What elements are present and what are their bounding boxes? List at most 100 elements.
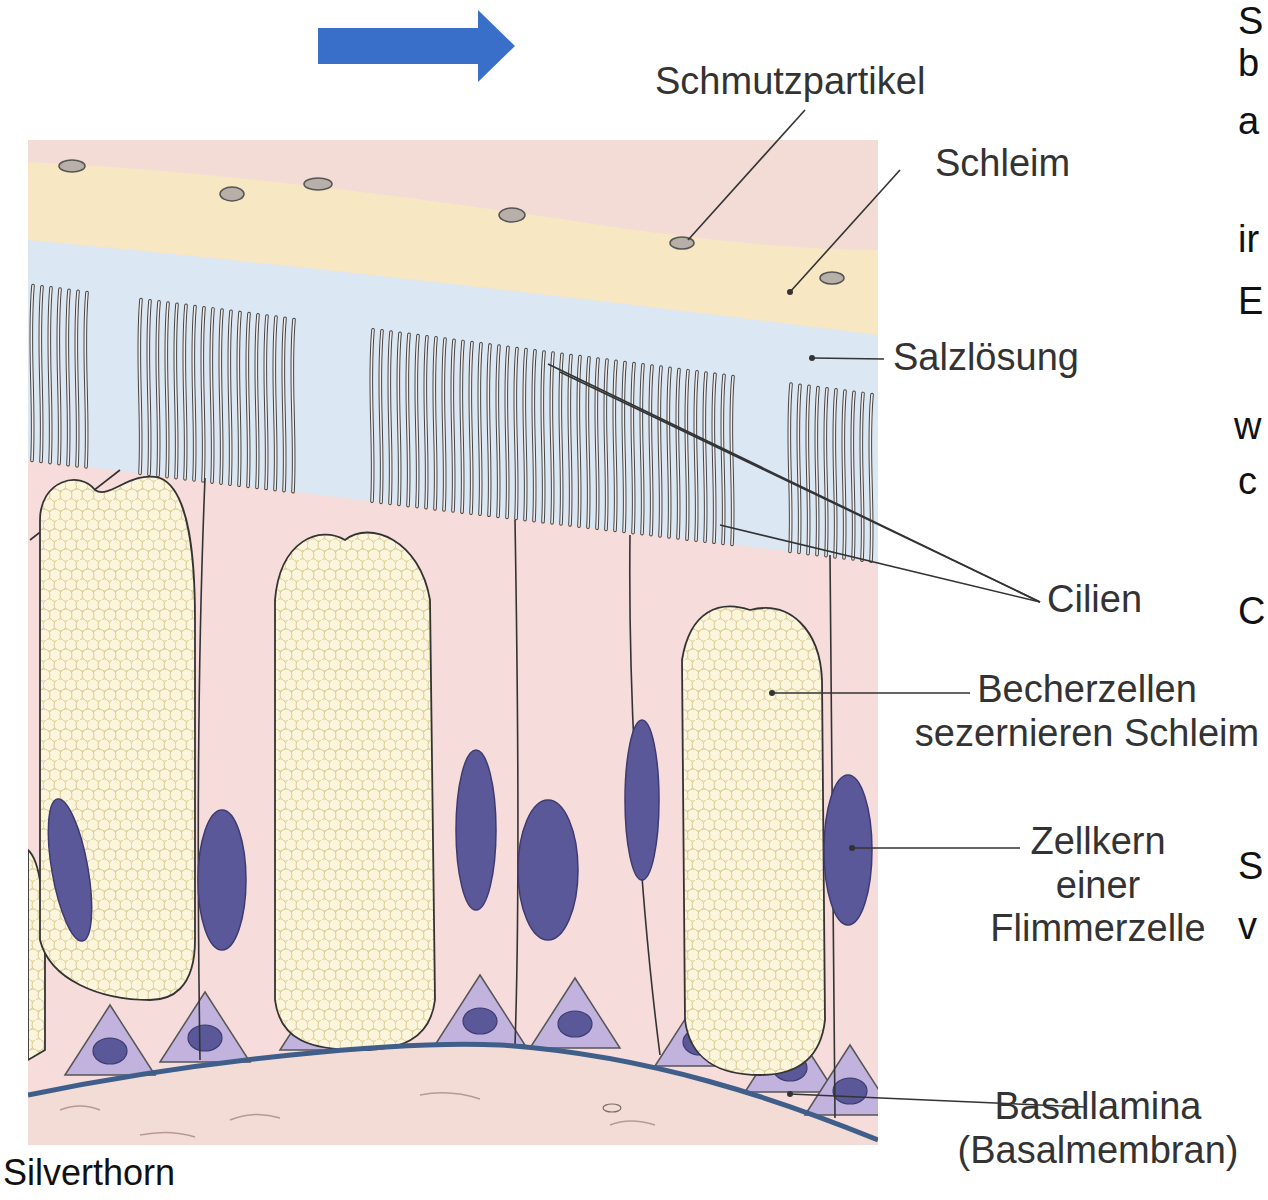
cilium — [524, 350, 526, 520]
cilium — [605, 360, 607, 529]
cilium — [49, 288, 51, 463]
basal-nucleus — [188, 1025, 222, 1051]
cilium-outline — [677, 370, 679, 539]
leader-line — [548, 364, 1040, 602]
cilium-outline — [139, 300, 141, 474]
dirt-particle — [59, 160, 85, 172]
cilium-outline — [265, 316, 267, 489]
cilium — [202, 308, 204, 481]
cilium-outline — [238, 312, 240, 485]
label-slot: S — [1238, 845, 1263, 889]
label-slot: c — [1238, 460, 1257, 504]
cilium-outline — [220, 310, 222, 483]
cropped-text: b — [1238, 42, 1259, 86]
cilium — [515, 348, 517, 518]
dirt-particle — [499, 208, 525, 222]
cilium-outline — [380, 331, 382, 502]
cilium — [452, 340, 454, 511]
cilium — [139, 300, 141, 474]
cilium-outline — [58, 289, 60, 464]
label-slot: C — [1238, 590, 1265, 634]
cilium — [789, 384, 791, 551]
cropped-text: ir — [1238, 218, 1259, 262]
nucleus — [824, 775, 872, 925]
cilium-outline — [789, 384, 791, 551]
source-credit: Silverthorn — [3, 1152, 175, 1193]
cropped-text: a — [1238, 100, 1259, 144]
cropped-text: S — [1238, 845, 1263, 889]
cilium-outline — [825, 389, 827, 556]
tissue-fibers — [60, 1093, 655, 1137]
cilium-outline — [695, 372, 697, 540]
cilium — [807, 386, 809, 553]
cilium — [569, 355, 571, 525]
dirt-particle — [820, 272, 844, 284]
cilium — [229, 311, 231, 484]
cilium-outline — [632, 364, 634, 533]
leader-dot — [787, 1091, 793, 1097]
cilium-outline — [31, 286, 33, 461]
nucleus — [625, 720, 659, 880]
basal-cell — [435, 975, 525, 1045]
cilium-outline — [229, 311, 231, 484]
cilium — [722, 375, 724, 543]
label-slot: Silverthorn — [3, 1152, 175, 1193]
cilium — [551, 353, 553, 523]
cilium-outline — [515, 348, 517, 518]
basal-lamina — [28, 1044, 878, 1140]
cilium — [704, 373, 706, 541]
cilium-outline — [722, 375, 724, 543]
label-slot: Zellkern einer Flimmerzelle — [987, 820, 1209, 951]
tissue — [28, 140, 878, 1145]
leader-line — [852, 847, 1020, 849]
cilium-outline — [202, 308, 204, 481]
leader-dots — [769, 289, 855, 1097]
part-label: Schleim — [935, 142, 1070, 186]
label-slot: a — [1238, 100, 1259, 144]
cilium — [825, 389, 827, 556]
cilium — [470, 343, 472, 514]
cilium — [398, 333, 400, 504]
cilium — [870, 395, 872, 562]
cilium-outline — [452, 340, 454, 511]
leader-line — [772, 692, 970, 694]
cilium-outline — [443, 339, 445, 510]
cilium-outline — [533, 351, 535, 521]
cilium — [614, 361, 616, 530]
cilium-outline — [148, 301, 150, 475]
cilium-outline — [256, 315, 258, 488]
cropped-text: c — [1238, 460, 1257, 504]
cilium — [184, 305, 186, 478]
cilium-outline — [497, 346, 499, 516]
cilium — [283, 318, 285, 490]
cilium — [193, 307, 195, 480]
cilium — [632, 364, 634, 533]
cilium — [175, 304, 177, 478]
cilium — [596, 359, 598, 528]
cilium — [256, 315, 258, 488]
basal-nucleus — [833, 1078, 867, 1104]
cilium-outline — [713, 374, 715, 542]
cilium-outline — [731, 377, 733, 545]
dirt-particles — [59, 160, 844, 284]
cilium — [247, 314, 249, 487]
cilium-outline — [668, 368, 670, 537]
part-label: Salzlösung — [893, 336, 1079, 380]
dirt-particle — [220, 187, 244, 201]
cilium-outline — [524, 350, 526, 520]
cilium-outline — [157, 302, 159, 476]
cilium-outline — [861, 393, 863, 560]
cilium-outline — [175, 304, 177, 478]
cilium — [560, 354, 562, 524]
cilium — [238, 312, 240, 485]
cilium — [479, 344, 481, 514]
cilium — [407, 334, 409, 505]
label-slot: b — [1238, 42, 1259, 86]
cilium-outline — [166, 303, 168, 477]
flow-arrow — [318, 10, 515, 82]
cilium-outline — [807, 386, 809, 553]
cilium-outline — [211, 309, 213, 482]
cilium — [67, 290, 69, 465]
cilium — [677, 370, 679, 539]
cilium — [816, 388, 818, 555]
